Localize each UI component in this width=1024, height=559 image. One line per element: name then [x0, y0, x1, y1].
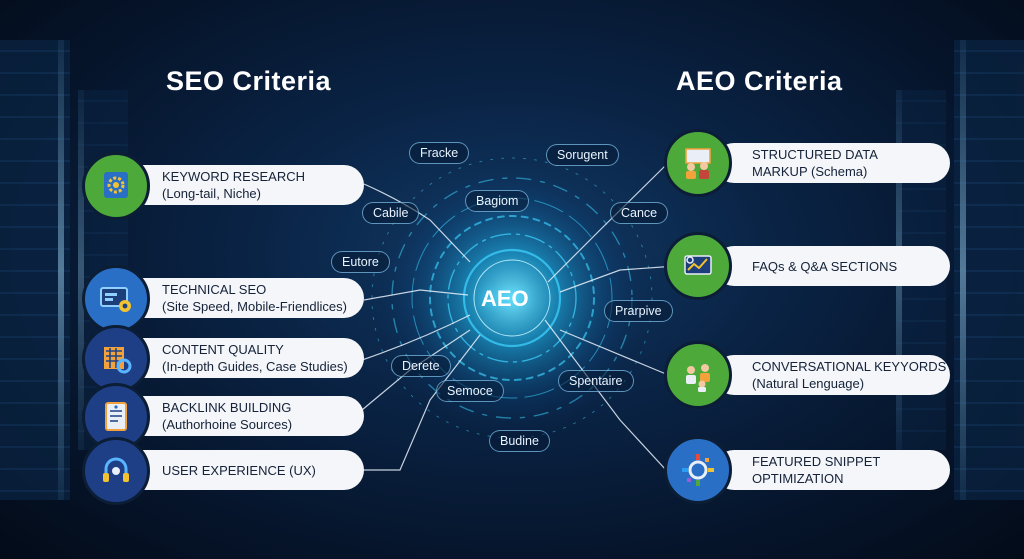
chart-screen-icon	[684, 255, 712, 275]
floating-tag: Derete	[391, 355, 451, 377]
seo-item-title: USER EXPERIENCE (UX)	[162, 462, 316, 478]
aeo-item-title: FAQs & Q&A SECTIONS	[752, 258, 898, 274]
seo-badge-keyword	[82, 152, 150, 220]
seo-criteria-heading: SEO Criteria	[166, 66, 332, 96]
monitor-gear-icon	[100, 287, 131, 312]
floating-tag: Spentaire	[558, 370, 634, 392]
aeo-item-title: FEATURED SNIPPET	[752, 454, 881, 469]
floating-tag: Bagiom	[465, 190, 530, 212]
aeo-item-conversational-keywords: CONVERSATIONAL KEYYORDS (Natural Lenguag…	[714, 355, 950, 395]
seo-item-title: BACKLINK BUILDING	[162, 400, 292, 415]
floating-tag: Cance	[610, 202, 669, 224]
seo-item-title: KEYWORD RESEARCH	[162, 169, 306, 184]
user-headset-icon	[103, 457, 129, 482]
aeo-criteria-heading: AEO Criteria	[676, 66, 843, 96]
aeo-item-title: CONVERSATIONAL KEYYORDS	[752, 359, 947, 374]
seo-item-keyword-research: KEYWORD RESEARCH (Long-tail, Niche)	[118, 165, 364, 205]
aeo-badge-faqs	[664, 232, 732, 300]
aeo-badge-conversational	[664, 341, 732, 409]
aeo-item-structured-data: STRUCTURED DATA MARKUP (Schema)	[714, 143, 950, 183]
seo-item-technical-seo: TECHNICAL SEO (Site Speed, Mobile-Friend…	[118, 278, 364, 318]
seo-item-detail: (Site Speed, Mobile-Friendlices)	[162, 299, 347, 314]
aeo-hub-label: AEO	[481, 286, 529, 311]
aeo-item-detail: MARKUP (Schema)	[752, 164, 868, 179]
conversation-people-icon	[686, 364, 710, 392]
aeo-item-title: STRUCTURED DATA	[752, 147, 878, 162]
seo-item-detail: (Long-tail, Niche)	[162, 186, 261, 201]
hub-rings	[371, 157, 653, 439]
snippet-ring-icon	[682, 454, 714, 486]
document-link-icon	[105, 402, 127, 431]
seo-item-detail: (In-depth Guides, Case Studies)	[162, 359, 348, 374]
seo-badge-technical	[82, 265, 150, 333]
aeo-item-detail: (Natural Lenguage)	[752, 376, 865, 391]
keyword-gear-icon	[104, 172, 128, 198]
floating-tag: Budine	[489, 430, 550, 452]
floating-tag: Fracke	[409, 142, 470, 164]
seo-item-detail: (Authorhoine Sources)	[162, 417, 293, 432]
floating-tag: Cabile	[362, 202, 420, 224]
aeo-badge-structured	[664, 129, 732, 197]
floating-tag: Eutore	[331, 251, 390, 273]
seo-item-content-quality: CONTENT QUALITY (In-depth Guides, Case S…	[118, 338, 364, 378]
seo-item-title: CONTENT QUALITY	[162, 342, 284, 357]
seo-item-user-experience: USER EXPERIENCE (UX)	[118, 450, 364, 490]
seo-badge-content	[82, 325, 150, 393]
aeo-item-detail: OPTIMIZATION	[752, 471, 844, 486]
content-grid-icon	[104, 347, 132, 374]
people-board-icon	[685, 148, 711, 179]
connector-lines	[361, 164, 677, 471]
server-rack-left	[0, 40, 70, 500]
server-rack-right	[954, 40, 1024, 500]
seo-item-backlink-building: BACKLINK BUILDING (Authorhoine Sources)	[118, 396, 364, 436]
aeo-item-featured-snippet: FEATURED SNIPPET OPTIMIZATION	[714, 450, 950, 490]
aeo-badge-snippet	[664, 436, 732, 504]
floating-tag: Sorugent	[546, 144, 619, 166]
seo-badge-ux	[82, 437, 150, 505]
seo-item-title: TECHNICAL SEO	[162, 282, 267, 297]
floating-tag: Prarpive	[604, 300, 673, 322]
floating-tag: Semoce	[436, 380, 504, 402]
aeo-item-faqs: FAQs & Q&A SECTIONS	[714, 246, 950, 286]
